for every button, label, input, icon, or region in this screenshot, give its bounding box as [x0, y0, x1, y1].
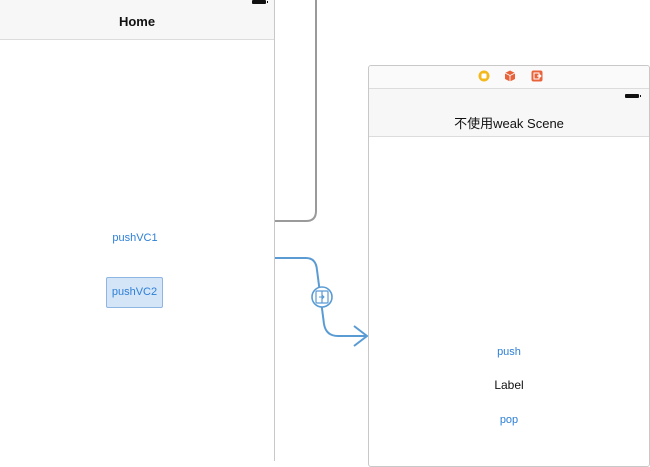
pushvc1-button[interactable]: pushVC1	[112, 232, 158, 244]
home-navigation-bar	[0, 0, 274, 40]
pop-button[interactable]: pop	[499, 414, 519, 426]
segue-gray-line[interactable]	[274, 0, 317, 222]
battery-icon	[252, 0, 268, 4]
exit-icon[interactable]	[531, 70, 543, 82]
segue-push-icon[interactable]	[311, 286, 333, 308]
weak-scene[interactable]: 不使用weak Scene push Label pop	[368, 65, 650, 467]
scene-dock	[369, 66, 649, 89]
push-button[interactable]: push	[497, 346, 521, 358]
pushvc2-button[interactable]: pushVC2	[106, 277, 163, 308]
home-title: Home	[118, 14, 156, 29]
label-text: Label	[494, 378, 524, 392]
segue-arrowhead-icon	[353, 325, 369, 347]
segue-blue-line[interactable]	[274, 257, 366, 337]
view-controller-icon[interactable]	[478, 70, 490, 82]
first-responder-icon[interactable]	[504, 70, 516, 82]
weak-navigation-bar	[369, 89, 649, 137]
battery-icon	[625, 94, 641, 98]
home-scene: Home pushVC1 pushVC2	[0, 0, 275, 461]
weak-scene-title: 不使用weak Scene	[454, 116, 564, 131]
